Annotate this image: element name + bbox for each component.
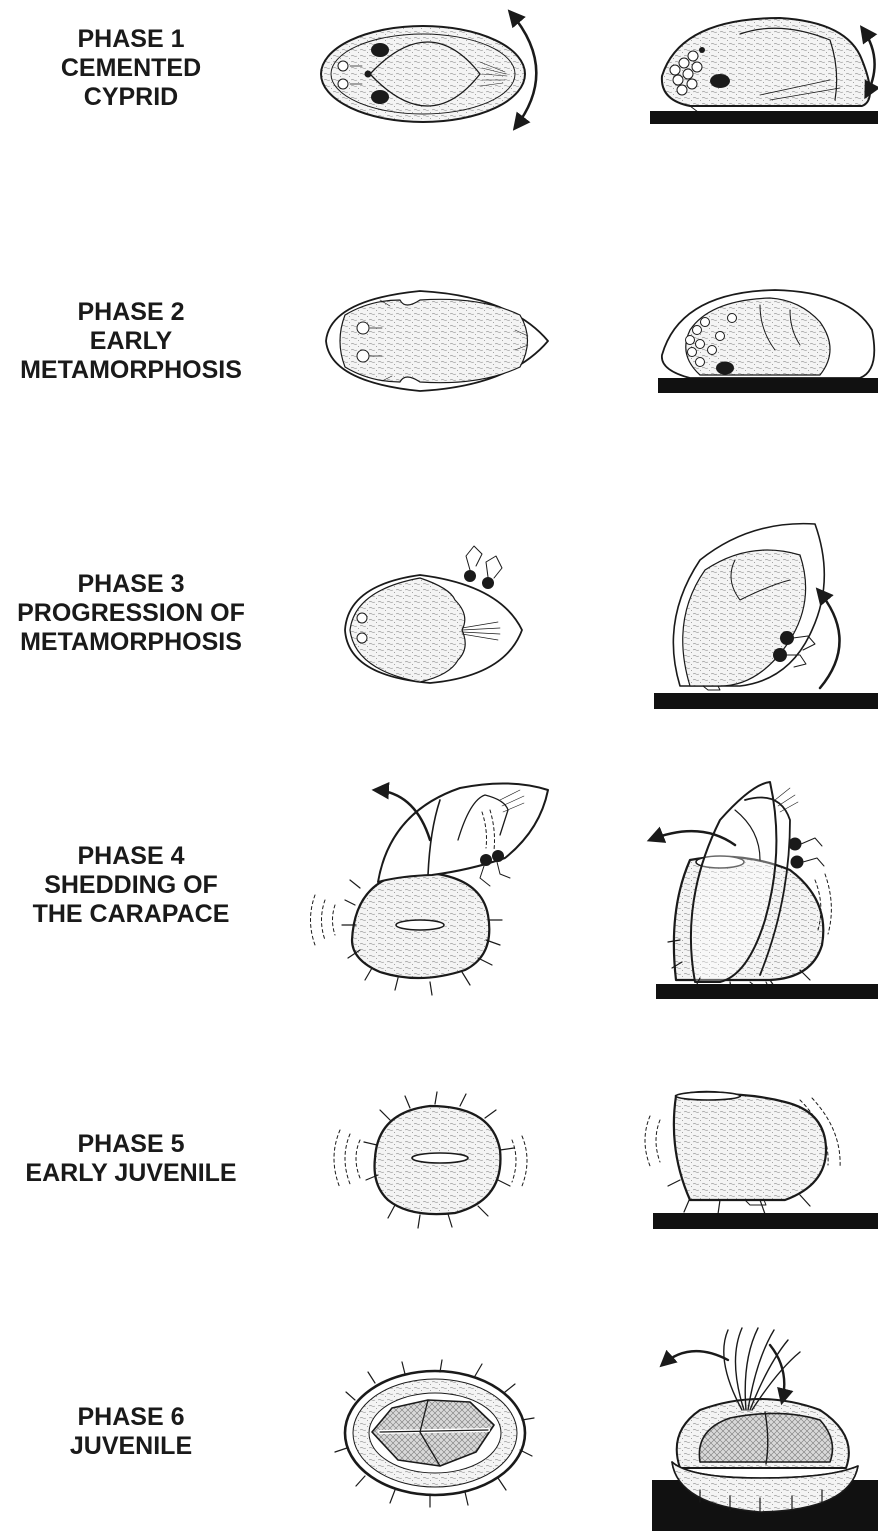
phase-2-top-view: [326, 291, 548, 391]
phase-1-side-view: [662, 18, 875, 112]
phase-5-side-view: [645, 1092, 840, 1214]
phase-4-top-view: [311, 783, 549, 995]
phase-5-substrate: [653, 1213, 878, 1229]
phase-3-substrate: [654, 693, 878, 709]
phase-4-side-view: [650, 782, 831, 995]
phase-2-side-view: [662, 290, 874, 378]
phase-3-side-view: [673, 524, 839, 690]
phase-1-top-view: [321, 12, 536, 128]
phase-6-top-view: [335, 1360, 534, 1507]
phase-4-substrate: [656, 984, 878, 999]
phase-3-top-view: [345, 546, 522, 683]
phase-5-top-view: [334, 1092, 527, 1228]
phase-1-substrate: [650, 111, 878, 124]
phase-2-substrate: [658, 378, 878, 393]
